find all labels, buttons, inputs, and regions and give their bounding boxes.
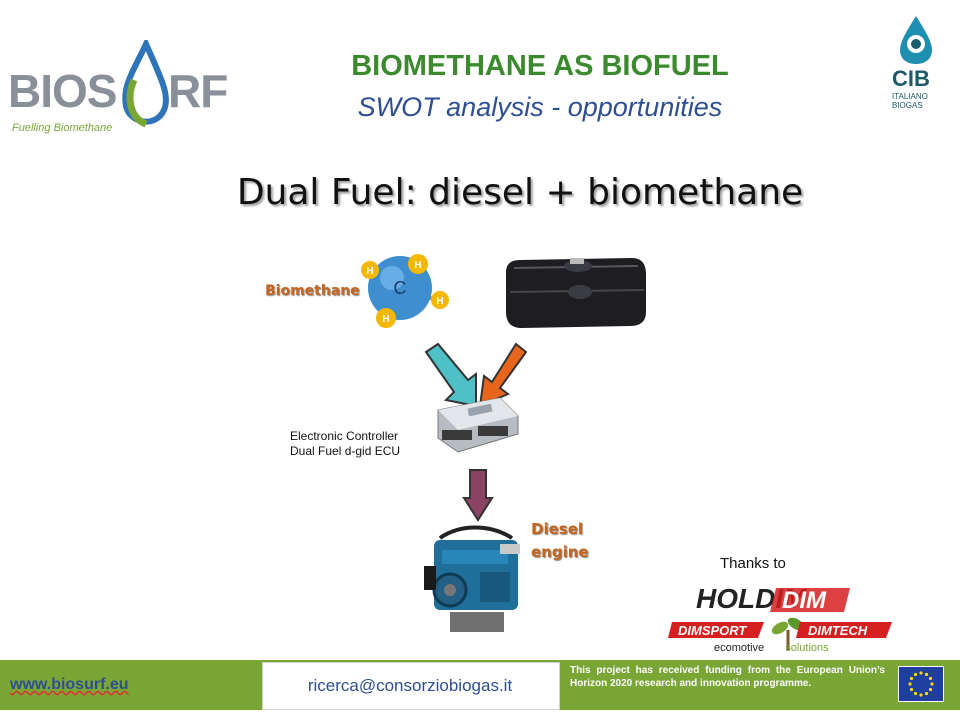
dimsport-logo: DIMSPORT xyxy=(668,622,764,638)
biomethane-label: Biomethane xyxy=(265,283,360,299)
hydrogen-atom: H xyxy=(382,314,389,325)
hydrogen-atom: H xyxy=(436,296,443,307)
cib-logo: CIB ITALIANO BIOGAS xyxy=(888,14,948,114)
email-box xyxy=(262,662,560,710)
engine-label-line2: engine xyxy=(531,543,589,561)
holdim-logo: HOLDIM DIM xyxy=(690,583,862,614)
engine-label-line1: Diesel xyxy=(531,520,584,538)
cib-line2: BIOGAS xyxy=(892,101,923,110)
ecomotive-logo: ecomotive solutions xyxy=(714,642,829,654)
svg-text:DIM: DIM xyxy=(782,587,827,614)
slide-title: BIOMETHANE AS BIOFUEL xyxy=(351,50,729,82)
logo-text-bios: BIOS xyxy=(8,65,117,117)
section-heading: Dual Fuel: diesel + biomethane xyxy=(236,172,804,213)
input-arrows-icon xyxy=(424,342,528,408)
cib-subtext: ITALIANO BIOGAS xyxy=(892,92,928,110)
dimtech-logo: DIMTECH xyxy=(796,622,892,638)
hydrogen-atom: H xyxy=(414,260,421,271)
logo-tagline: Fuelling Biomethane xyxy=(12,122,113,134)
ecu-label-line1: Electronic Controller xyxy=(290,429,399,443)
hydrogen-atom: H xyxy=(366,266,373,277)
carbon-atom: C xyxy=(394,278,407,298)
cib-line1: ITALIANO xyxy=(892,92,928,101)
logo-text-rf: RF xyxy=(168,65,228,117)
output-arrow-icon xyxy=(462,469,494,522)
diesel-engine-icon xyxy=(424,525,520,632)
ecu-label-line2: Dual Fuel d-gid ECU xyxy=(290,444,401,458)
slide-subtitle: SWOT analysis - opportunities xyxy=(357,92,723,122)
cib-name: CIB xyxy=(892,66,930,91)
dimsport-text: DIMSPORT xyxy=(678,623,747,638)
ecu-controller-icon xyxy=(437,397,519,453)
ecomotive-text: ecomotive xyxy=(714,642,765,654)
email-link[interactable]: ricerca@consorziobiogas.it xyxy=(307,676,513,695)
ecomotive-solutions-text: solutions xyxy=(785,642,829,654)
diesel-tank-icon xyxy=(506,258,646,328)
thanks-text: Thanks to xyxy=(720,555,786,572)
dimtech-text: DIMTECH xyxy=(808,623,868,638)
eu-flag-icon xyxy=(898,666,944,702)
biosurf-logo: BIOS RF Fuelling Biomethane xyxy=(8,40,228,140)
funding-notice: This project has received funding from t… xyxy=(570,665,885,689)
cib-drop-icon xyxy=(900,16,932,64)
water-drop-icon xyxy=(122,40,169,128)
website-link[interactable]: www.biosurf.eu xyxy=(10,676,129,693)
methane-molecule-icon: C H H H H xyxy=(361,254,449,328)
